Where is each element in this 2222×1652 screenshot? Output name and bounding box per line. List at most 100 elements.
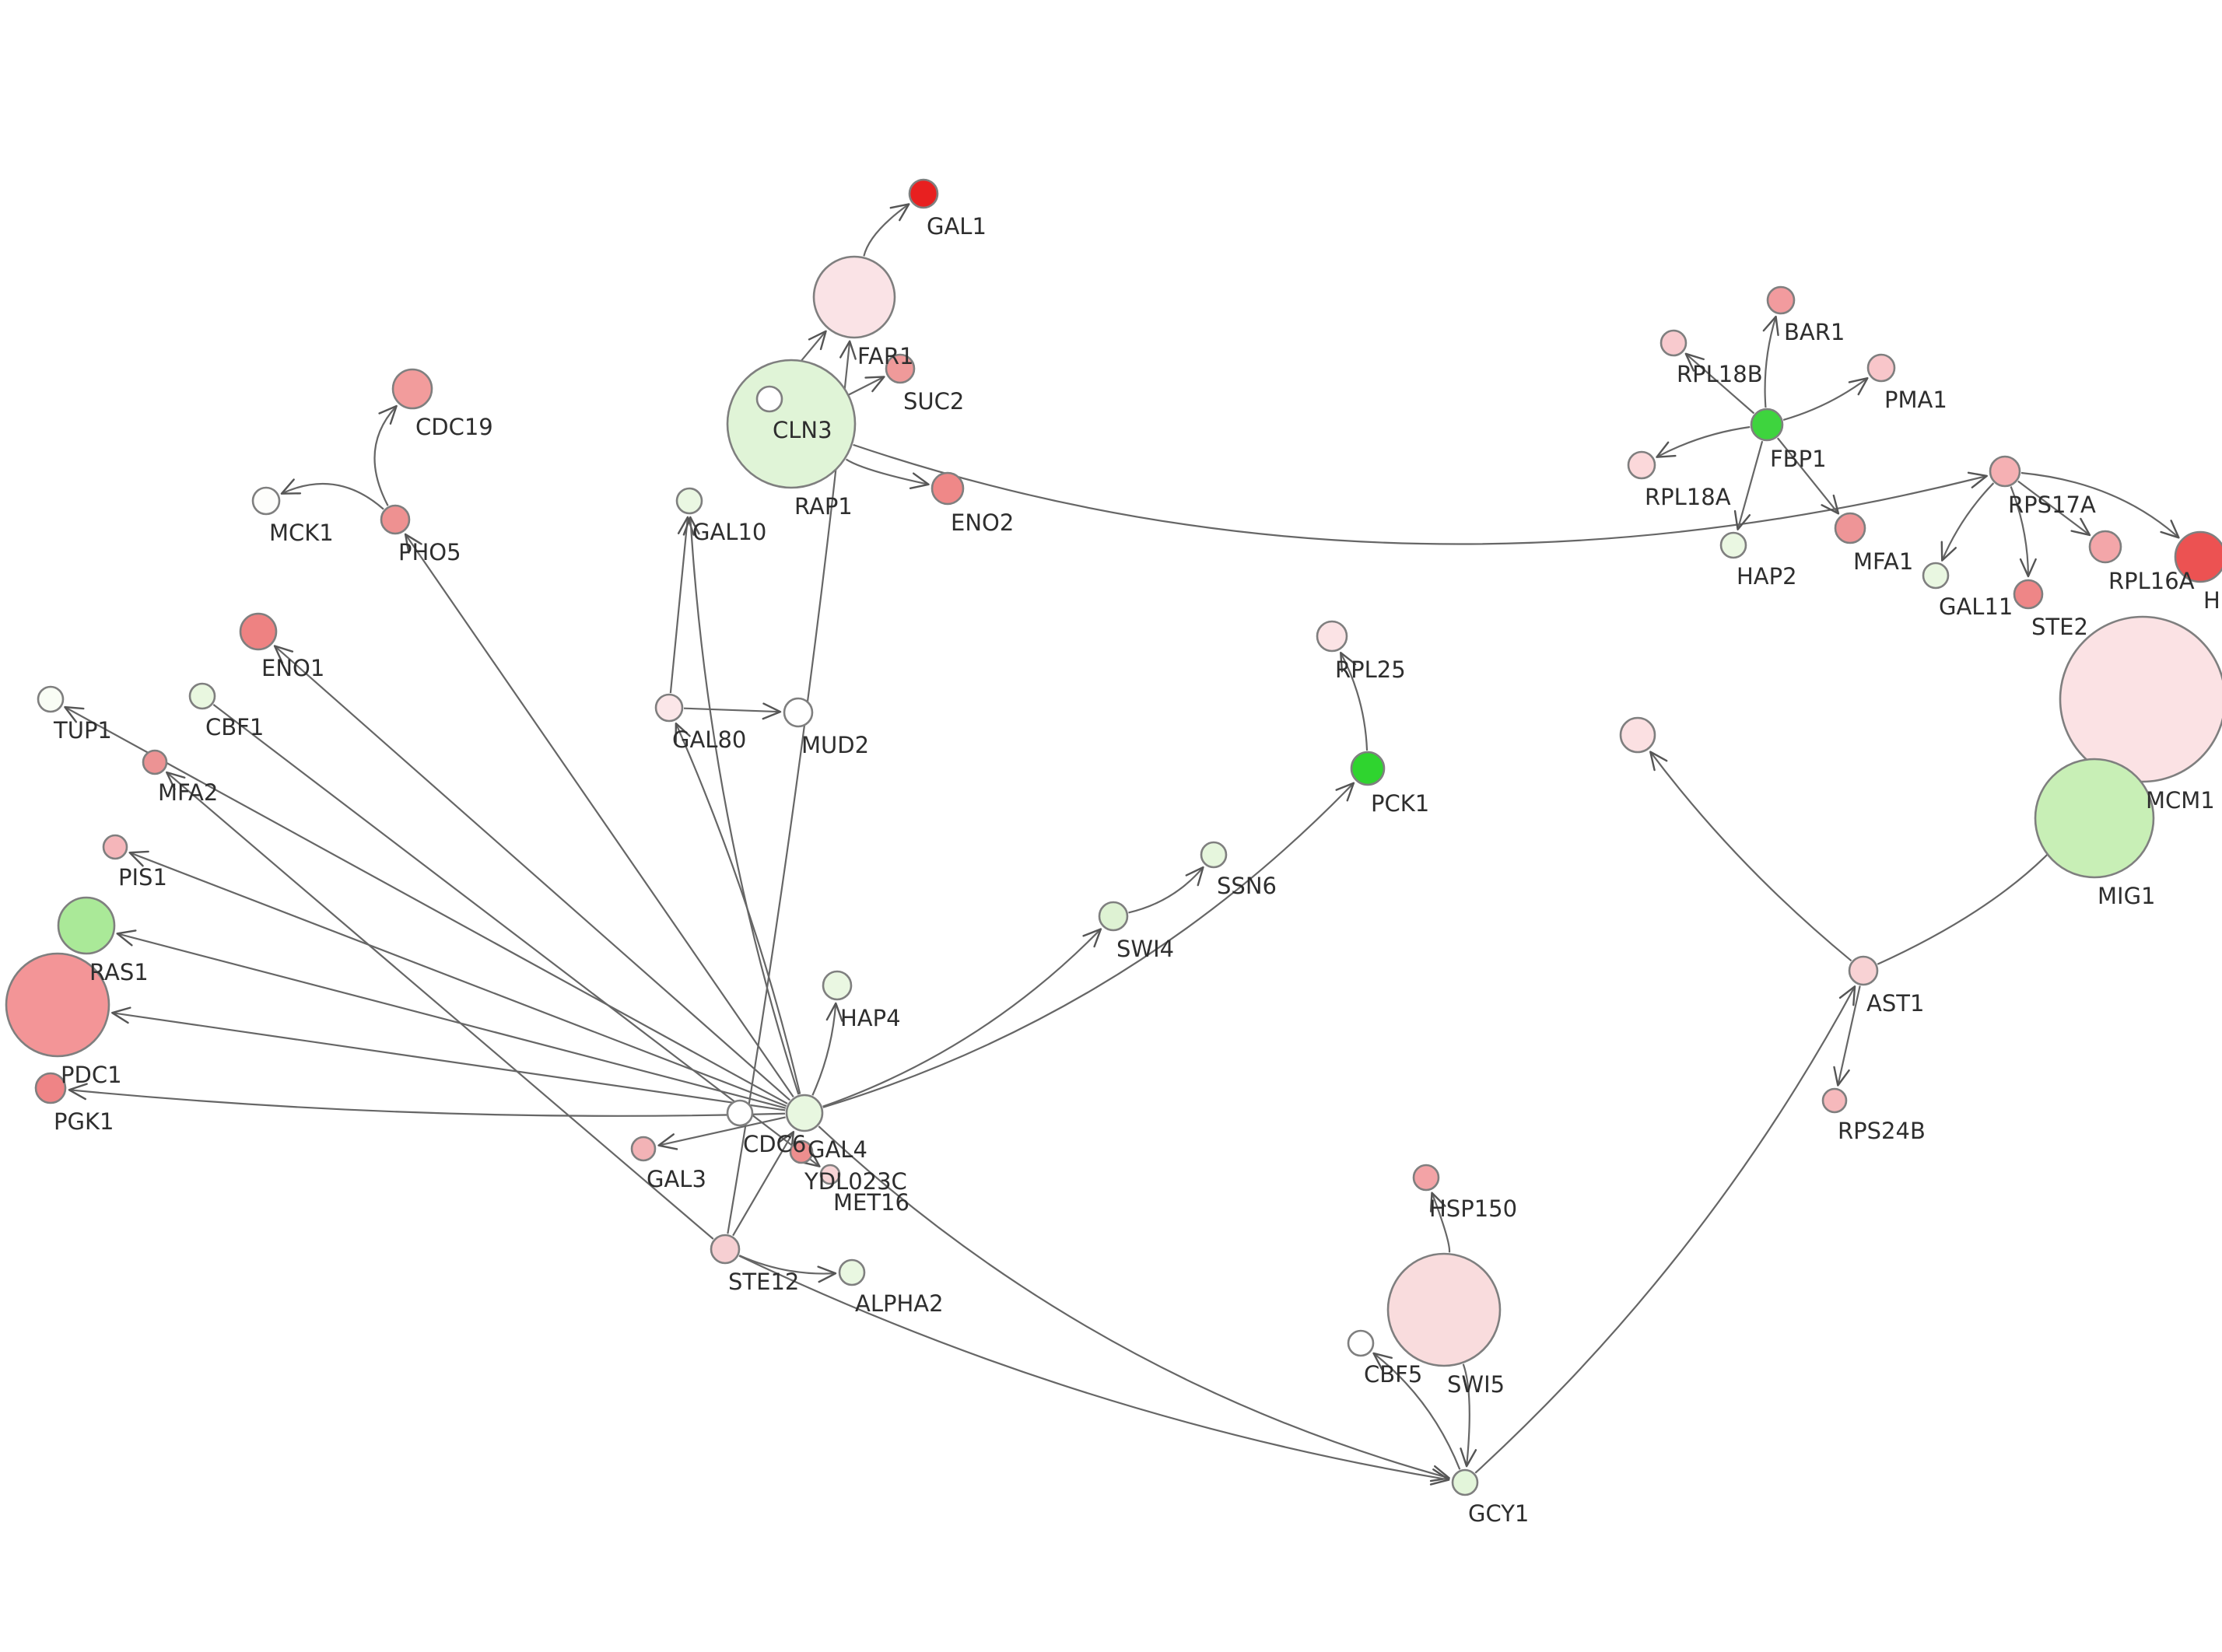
node-GAL10[interactable] bbox=[675, 487, 703, 515]
edge-PHO5-CDC19[interactable] bbox=[373, 405, 398, 506]
edge-FBP1-RPL18A[interactable] bbox=[1656, 425, 1751, 458]
edge-RAP1-SUC2[interactable] bbox=[848, 376, 885, 396]
edge-SWI5-GCY1[interactable] bbox=[1462, 1363, 1470, 1467]
node-RPL25[interactable] bbox=[1316, 620, 1348, 653]
node-ENO2[interactable] bbox=[931, 471, 965, 506]
edge-GAL4-PGK1[interactable] bbox=[68, 1089, 786, 1117]
arrowhead-FBP1-HAP2 bbox=[1733, 509, 1751, 530]
edge-GAL4-HAP4[interactable] bbox=[811, 1003, 837, 1096]
node-GAL3[interactable] bbox=[630, 1136, 657, 1162]
node-ENO1[interactable] bbox=[239, 612, 278, 651]
node-STE12[interactable] bbox=[710, 1234, 741, 1265]
node-CDC6[interactable] bbox=[726, 1099, 754, 1127]
node-label-GAL4: GAL4 bbox=[808, 1136, 867, 1163]
edge-GAL4-GAL10[interactable] bbox=[689, 516, 800, 1095]
edge-AST1-RPS24B[interactable] bbox=[1837, 985, 1861, 1086]
edge-GAL4-GCY1[interactable] bbox=[818, 1125, 1450, 1479]
node-CDC19[interactable] bbox=[391, 368, 433, 410]
node-YDL023C[interactable] bbox=[789, 1139, 814, 1164]
node-PHO5[interactable] bbox=[380, 504, 411, 535]
node-STE2[interactable] bbox=[2013, 579, 2044, 610]
node-HAP2[interactable] bbox=[1719, 531, 1747, 559]
node-RPS17A[interactable] bbox=[1989, 455, 2021, 488]
edge-GAL4-PDC1[interactable] bbox=[112, 1012, 786, 1111]
edge-GAL4-SWI4[interactable] bbox=[822, 928, 1102, 1108]
node-GAL80[interactable] bbox=[654, 693, 684, 723]
node-unnamed[interactable] bbox=[1619, 716, 1656, 754]
node-ALPHA2[interactable] bbox=[838, 1258, 866, 1286]
edge-FBP1-BAR1[interactable] bbox=[1764, 316, 1777, 408]
node-CLN3[interactable] bbox=[755, 385, 783, 413]
node-SSN6[interactable] bbox=[1200, 841, 1228, 869]
edge-STE12-MFA2[interactable] bbox=[166, 772, 714, 1240]
edge-FBP1-HAP2[interactable] bbox=[1737, 440, 1764, 530]
arrowhead-RAP1-ENO2 bbox=[909, 472, 930, 490]
node-RPS24B[interactable] bbox=[1821, 1087, 1848, 1114]
edge-FBP1-PMA1[interactable] bbox=[1782, 377, 1869, 421]
edge-GAL4-TUP1[interactable] bbox=[64, 706, 788, 1104]
edge-PCK1-RPL25[interactable] bbox=[1340, 652, 1369, 751]
node-GAL4[interactable] bbox=[785, 1094, 824, 1132]
node-PCK1[interactable] bbox=[1350, 751, 1386, 786]
node-FBP1[interactable] bbox=[1750, 408, 1784, 442]
node-HAP4[interactable] bbox=[822, 970, 853, 1001]
edge-GCY1-CBF5[interactable] bbox=[1372, 1353, 1461, 1470]
edge-GCY1-AST1[interactable] bbox=[1474, 985, 1856, 1474]
edge-GAL80-MUD2[interactable] bbox=[683, 707, 781, 713]
edge-GAL4-PCK1[interactable] bbox=[822, 782, 1355, 1108]
edge-CBF1-MET16[interactable] bbox=[212, 704, 821, 1167]
edge-STE12-GAL4[interactable] bbox=[732, 1131, 794, 1237]
node-TUP1[interactable] bbox=[37, 685, 65, 713]
node-MUD2[interactable] bbox=[783, 697, 814, 728]
node-PMA1[interactable] bbox=[1866, 353, 1896, 383]
node-CBF1[interactable] bbox=[188, 682, 216, 710]
node-GCY1[interactable] bbox=[1451, 1468, 1479, 1496]
node-MIG1[interactable] bbox=[2034, 758, 2155, 879]
edge-GAL80-GAL10[interactable] bbox=[669, 516, 689, 694]
node-PDC1[interactable] bbox=[5, 952, 110, 1058]
node-HIS4[interactable] bbox=[2174, 530, 2222, 583]
edge-GAL4-PHO5[interactable] bbox=[405, 534, 794, 1098]
node-SWI5[interactable] bbox=[1386, 1252, 1502, 1367]
edge-RAP1-ENO2[interactable] bbox=[845, 458, 929, 485]
node-SUC2[interactable] bbox=[885, 353, 916, 384]
edge-FBP1-MFA1[interactable] bbox=[1776, 437, 1839, 514]
edge-RPS17A-RPL16A[interactable] bbox=[2017, 480, 2091, 536]
node-HSP150[interactable] bbox=[1412, 1164, 1440, 1192]
node-RPL18B[interactable] bbox=[1659, 329, 1688, 357]
edge-RPS17A-HIS4[interactable] bbox=[2020, 471, 2180, 539]
node-GAL11[interactable] bbox=[1922, 562, 1950, 590]
edge-GAL4-RAS1[interactable] bbox=[117, 933, 787, 1109]
edge-FBP1-RPL18B[interactable] bbox=[1685, 353, 1755, 415]
edge-FAR1-GAL1[interactable] bbox=[863, 203, 909, 257]
edge-RPS17A-GAL11[interactable] bbox=[1941, 482, 1995, 562]
node-SWI4[interactable] bbox=[1098, 901, 1129, 932]
node-MCK1[interactable] bbox=[251, 486, 281, 516]
edge-STE12-ALPHA2[interactable] bbox=[738, 1255, 836, 1275]
edge-GAL4-PIS1[interactable] bbox=[129, 852, 787, 1108]
edge-PHO5-MCK1[interactable] bbox=[281, 482, 384, 510]
edge-RAP1-RPS17A[interactable] bbox=[853, 443, 1987, 545]
edge-RPS17A-STE2[interactable] bbox=[2010, 486, 2030, 577]
node-BAR1[interactable] bbox=[1766, 285, 1796, 315]
node-CBF5[interactable] bbox=[1347, 1329, 1375, 1357]
node-MFA2[interactable] bbox=[142, 749, 168, 775]
node-RAS1[interactable] bbox=[57, 896, 116, 955]
node-AST1[interactable] bbox=[1848, 955, 1879, 986]
edge-SWI4-SSN6[interactable] bbox=[1128, 866, 1204, 914]
node-PGK1[interactable] bbox=[34, 1072, 67, 1104]
edge-AST1-unnamed[interactable] bbox=[1649, 751, 1852, 962]
edge-GAL4-GAL3[interactable] bbox=[658, 1116, 786, 1146]
node-MCM1[interactable] bbox=[2059, 615, 2222, 783]
edge-SWI5-HSP150[interactable] bbox=[1431, 1192, 1451, 1253]
node-RPL18A[interactable] bbox=[1627, 450, 1656, 480]
node-MFA1[interactable] bbox=[1834, 512, 1866, 544]
edge-STE12-GCY1[interactable] bbox=[738, 1255, 1449, 1481]
node-GAL1[interactable] bbox=[908, 178, 939, 209]
node-FAR1[interactable] bbox=[812, 255, 896, 339]
node-MET16[interactable] bbox=[819, 1164, 841, 1185]
node-RPL16A[interactable] bbox=[2088, 530, 2122, 564]
node-PIS1[interactable] bbox=[102, 834, 128, 860]
edge-GAL4-ENO1[interactable] bbox=[274, 645, 790, 1101]
